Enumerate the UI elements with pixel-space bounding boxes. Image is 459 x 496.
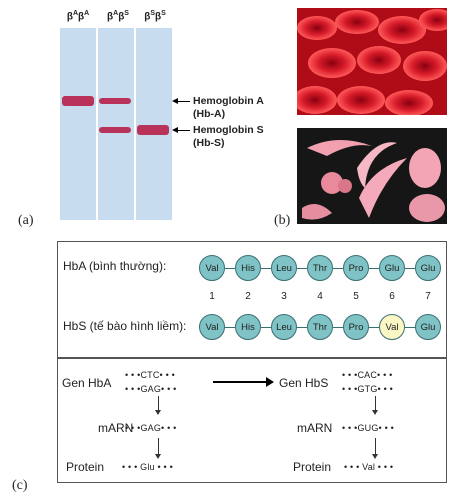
hba-mrna: • • •GAG• • • — [125, 423, 177, 433]
hbs-peptide-bond — [405, 327, 415, 328]
gel-lane-1 — [60, 28, 96, 220]
hbs-residue: Pro — [343, 314, 369, 340]
band-hbs-lane-3 — [137, 125, 169, 135]
hbs-residue: Leu — [271, 314, 297, 340]
hbs-residue: Thr — [307, 314, 333, 340]
hba-residue: Glu — [379, 255, 405, 281]
hba-peptide-bond — [225, 268, 235, 269]
lane-label-1: βAβA — [66, 10, 90, 23]
protein-comparison-box — [57, 241, 447, 359]
residue-position-label: 6 — [389, 291, 395, 302]
residue-position-label: 1 — [209, 291, 215, 302]
down-arrow-hbs-1 — [375, 396, 376, 411]
label-hemoglobin-a: Hemoglobin A (Hb-A) — [193, 95, 264, 120]
hba-residue: Thr — [307, 255, 333, 281]
mutation-arrow — [213, 381, 268, 383]
hbs-residue: Val — [199, 314, 225, 340]
hbs-mrna: • • •GUG• • • — [342, 423, 395, 433]
hbs-residue: Glu — [415, 314, 441, 340]
residue-position-label: 7 — [425, 291, 431, 302]
down-arrowhead-hbs-2 — [372, 454, 378, 459]
gel-lane-3 — [136, 28, 172, 220]
hbs-peptide-bond — [225, 327, 235, 328]
arrow-hbs — [176, 130, 190, 131]
band-hba-lane-1 — [62, 96, 94, 106]
arrowhead-hba — [172, 97, 178, 104]
panel-letter-b: (b) — [274, 213, 291, 228]
hbs-peptide-bond — [297, 327, 307, 328]
normal-red-blood-cells-photo — [297, 8, 447, 115]
label-hemoglobin-s: Hemoglobin S (Hb-S) — [193, 124, 264, 149]
mrna-label-right: mARN — [297, 421, 333, 435]
hba-peptide-bond — [405, 268, 415, 269]
arrowhead-hbs — [172, 126, 178, 133]
down-arrow-hba-2 — [158, 438, 159, 455]
lane-label-2: βAβS — [107, 10, 129, 23]
hbs-peptide-bond — [261, 327, 271, 328]
hba-dna-top: • • •CTC• • • — [125, 370, 176, 380]
residue-position-label: 4 — [317, 291, 323, 302]
gene-expression-box — [57, 357, 447, 483]
hba-peptide-bond — [333, 268, 343, 269]
band-hba-lane-2 — [99, 98, 131, 104]
hba-residue: Glu — [415, 255, 441, 281]
hba-protein: • • • Glu • • • — [122, 462, 173, 472]
hbs-residue: His — [235, 314, 261, 340]
residue-position-label: 3 — [281, 291, 287, 302]
band-hbs-lane-2 — [99, 127, 131, 133]
hbs-peptide-bond — [369, 327, 379, 328]
mutation-arrowhead — [266, 377, 274, 387]
down-arrow-hbs-2 — [375, 438, 376, 455]
down-arrow-hba-1 — [158, 396, 159, 411]
hba-row-label: HbA (bình thường): — [63, 259, 167, 273]
down-arrowhead-hba-2 — [155, 454, 161, 459]
protein-label-right: Protein — [293, 460, 332, 474]
hbs-peptide-bond — [333, 327, 343, 328]
hba-residue: Leu — [271, 255, 297, 281]
hbs-residue: Val — [379, 314, 405, 340]
gene-hba-label: Gen HbA — [62, 376, 112, 390]
hbs-row-label: HbS (tế bào hình liềm): — [63, 319, 187, 333]
protein-label-left: Protein — [66, 460, 105, 474]
gene-hbs-label: Gen HbS — [279, 376, 329, 390]
gel-lane-2 — [98, 28, 134, 220]
arrow-hba — [176, 101, 190, 102]
hbs-dna-bottom: • • •GTG• • • — [342, 384, 394, 394]
hbs-protein: • • • Val • • • — [344, 462, 394, 472]
hba-residue: His — [235, 255, 261, 281]
hbs-dna-top: • • •CAC• • • — [342, 370, 393, 380]
mrna-label-left: mARN — [98, 421, 134, 435]
hba-peptide-bond — [261, 268, 271, 269]
sickle-cells-photo — [297, 128, 447, 224]
residue-position-label: 2 — [245, 291, 251, 302]
hba-peptide-bond — [369, 268, 379, 269]
down-arrowhead-hba-1 — [155, 410, 161, 415]
residue-position-label: 5 — [353, 291, 359, 302]
lane-label-3: βSβS — [144, 10, 166, 23]
hba-residue: Val — [199, 255, 225, 281]
hba-dna-bottom: • • •GAG• • • — [125, 384, 177, 394]
panel-letter-a: (a) — [18, 213, 34, 228]
hba-peptide-bond — [297, 268, 307, 269]
hba-residue: Pro — [343, 255, 369, 281]
panel-letter-c: (c) — [12, 478, 28, 493]
down-arrowhead-hbs-1 — [372, 410, 378, 415]
